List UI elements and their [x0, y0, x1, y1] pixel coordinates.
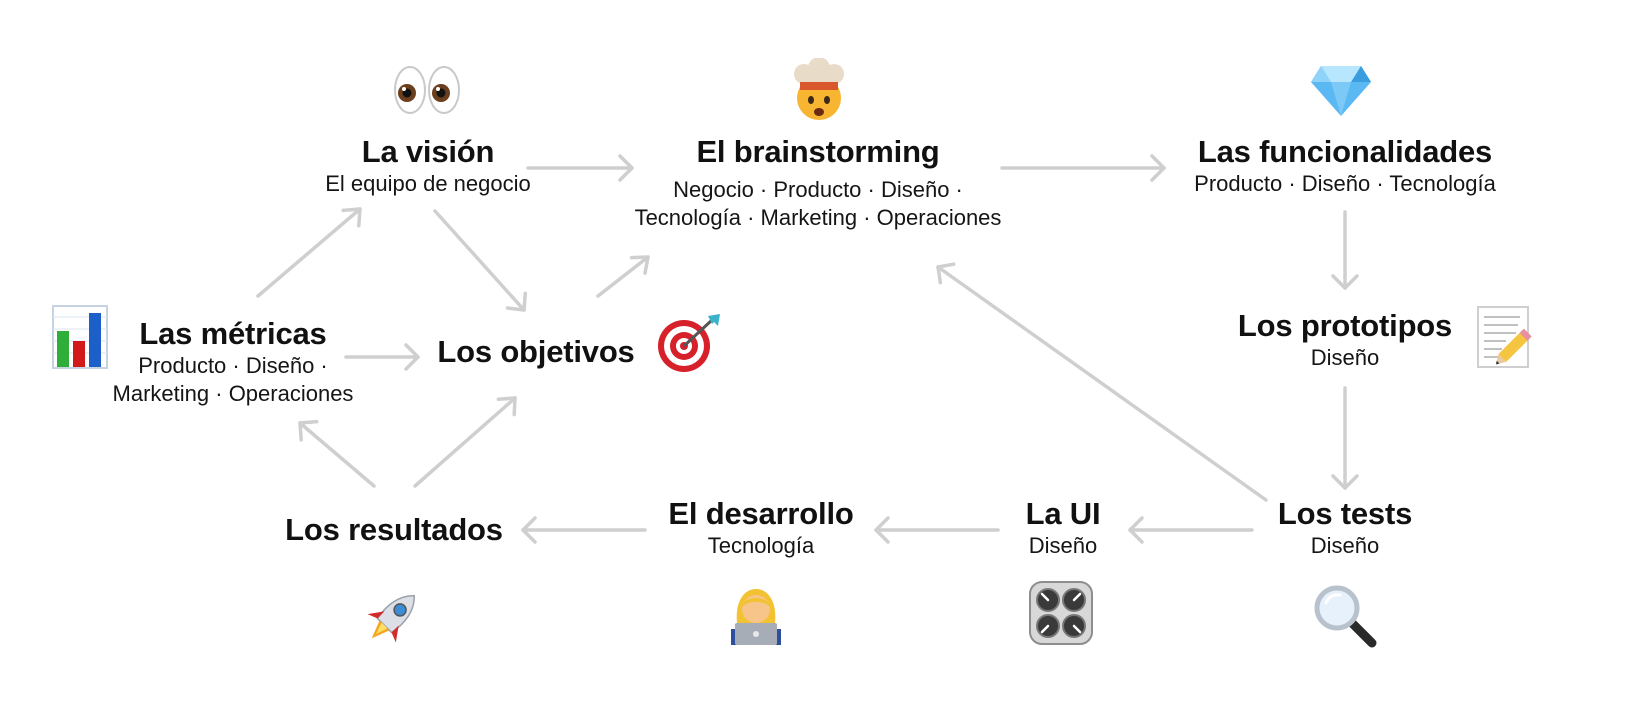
node-objectives: Los objetivos — [424, 334, 648, 370]
node-results-title: Los resultados — [285, 512, 503, 547]
node-brainstorm: El brainstorming Negocio · Producto · Di… — [614, 134, 1022, 233]
arrow-ui-to-development — [874, 516, 1000, 544]
arrow-metrics-to-objectives — [344, 343, 420, 371]
arrow-vision-to-objectives — [433, 209, 528, 312]
arrow-tests-to-ui — [1128, 516, 1254, 544]
arrow-results-to-metrics — [298, 419, 376, 488]
node-brainstorm-subtitle-line2: Tecnología · Marketing · Operaciones — [634, 205, 1002, 231]
node-brainstorm-subtitle-line1: Negocio · Producto · Diseño · — [673, 176, 963, 202]
node-metrics-title: Las métricas — [139, 316, 327, 351]
technologist-laptop-icon — [731, 589, 781, 645]
node-features: Las funcionalidades Producto · Diseño · … — [1163, 134, 1527, 198]
node-vision: La visión El equipo de negocio — [286, 134, 570, 198]
node-features-title: Las funcionalidades — [1197, 134, 1493, 169]
node-development-subtitle: Tecnología — [707, 532, 815, 558]
node-ui-subtitle: Diseño — [1028, 532, 1098, 558]
node-prototypes-title: Los prototipos — [1237, 308, 1453, 343]
arrow-brainstorm-to-features — [1000, 154, 1166, 182]
arrow-metrics-to-vision — [256, 207, 362, 298]
arrow-results-to-objectives — [413, 396, 517, 488]
rocket-icon — [367, 595, 415, 643]
arrow-objectives-to-brainstorm — [596, 255, 650, 298]
node-features-subtitle: Producto · Diseño · Tecnología — [1194, 170, 1496, 196]
node-metrics-subtitle-line2: Marketing · Operaciones — [112, 381, 354, 407]
node-brainstorm-title: El brainstorming — [696, 134, 940, 169]
arrow-prototypes-to-tests — [1331, 386, 1359, 490]
node-prototypes: Los prototipos Diseño — [1215, 308, 1475, 372]
node-development: El desarrollo Tecnología — [658, 496, 864, 560]
node-ui-title: La UI — [1025, 496, 1101, 531]
arrow-features-to-prototypes — [1331, 210, 1359, 290]
node-results: Los resultados — [276, 512, 512, 548]
arrow-tests-to-brainstorm — [936, 262, 1268, 502]
arrow-vision-to-brainstorm — [526, 154, 634, 182]
node-objectives-title: Los objetivos — [437, 334, 635, 369]
node-tests-title: Los tests — [1277, 496, 1413, 531]
direct-hit-target-icon — [658, 314, 720, 372]
node-ui: La UI Diseño — [1010, 496, 1116, 560]
arrow-development-to-results — [521, 516, 647, 544]
node-vision-title: La visión — [361, 134, 495, 169]
bar-chart-icon — [52, 305, 108, 369]
eyes-icon — [394, 66, 460, 114]
memo-pencil-icon — [1477, 306, 1532, 368]
node-vision-subtitle: El equipo de negocio — [325, 170, 531, 196]
node-metrics-subtitle-line1: Producto · Diseño · — [138, 352, 328, 378]
node-metrics: Las métricas Producto · Diseño · Marketi… — [96, 316, 370, 409]
exploding-head-icon — [794, 58, 844, 120]
node-tests-subtitle: Diseño — [1310, 532, 1380, 558]
control-knobs-icon — [1029, 581, 1093, 645]
gem-icon — [1311, 66, 1371, 116]
node-development-title: El desarrollo — [668, 496, 854, 531]
magnifying-glass-icon — [1314, 585, 1377, 648]
node-prototypes-subtitle: Diseño — [1310, 344, 1380, 370]
node-tests: Los tests Diseño — [1262, 496, 1428, 560]
